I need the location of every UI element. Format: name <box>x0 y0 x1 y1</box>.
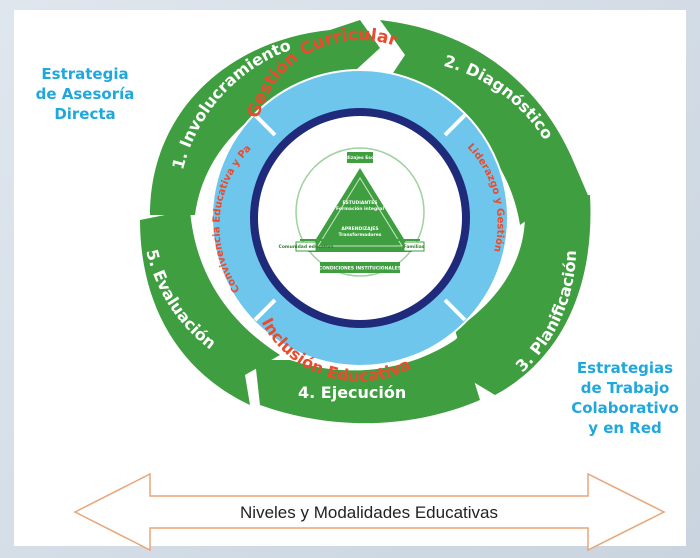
right-strategy-line-4: y en Red <box>588 419 662 437</box>
left-corner-text: Comunidad educativa <box>279 244 334 250</box>
middle-sub-text: Transformadores <box>339 232 382 238</box>
levels-arrow <box>73 472 666 552</box>
right-strategy-line-2: de Trabajo <box>580 379 670 397</box>
stage-3-segment <box>455 195 591 395</box>
inner-ring-divider <box>211 69 509 367</box>
right-strategy-line-3: Colaborativo <box>571 399 679 417</box>
network-work-strategy: Estrategias de Trabajo Colaborativo y en… <box>565 358 685 438</box>
apex-box <box>347 152 373 163</box>
stage-5-segment <box>140 210 280 405</box>
left-strategy-line-2: de Asesoría <box>35 85 135 103</box>
center-model: Aprendizajes Escolares ESTUDIANTES Forma… <box>279 147 425 277</box>
left-corner-box <box>295 241 317 252</box>
levels-arrow-label: Niveles y Modalidades Educativas <box>240 503 498 522</box>
base-text: CONDICIONES INSTITUCIONALES <box>319 266 401 272</box>
right-strategy-line-1: Estrategias <box>576 359 674 377</box>
process-cycle <box>140 20 591 424</box>
center-circle <box>295 147 425 277</box>
ring-divider-bl <box>253 298 277 322</box>
center-triangle <box>308 168 412 252</box>
right-corner-text: Familias <box>404 244 425 250</box>
left-strategy-line-1: Estrategia <box>41 65 129 83</box>
stage-2-segment <box>380 20 590 225</box>
apex-text: Aprendizajes Escolares <box>331 155 390 161</box>
middle-text: APRENDIZAJES <box>341 226 378 232</box>
direct-advisory-strategy: Estrategia de Asesoría Directa <box>30 64 140 124</box>
base-box <box>320 262 400 273</box>
center-triangle-inner <box>317 177 403 247</box>
stage-4-label: 4. Ejecución <box>298 383 406 402</box>
stage-1-segment <box>150 20 380 215</box>
ring-divider-br <box>443 298 467 322</box>
left-strategy-line-3: Directa <box>54 105 116 123</box>
students-sub-text: Formación integral <box>336 205 384 212</box>
ring-divider-tr <box>443 113 467 137</box>
stage-4-segment <box>255 335 480 424</box>
ring-divider-tl <box>253 113 277 137</box>
students-text: ESTUDIANTES <box>342 200 377 206</box>
right-corner-box <box>403 241 425 252</box>
